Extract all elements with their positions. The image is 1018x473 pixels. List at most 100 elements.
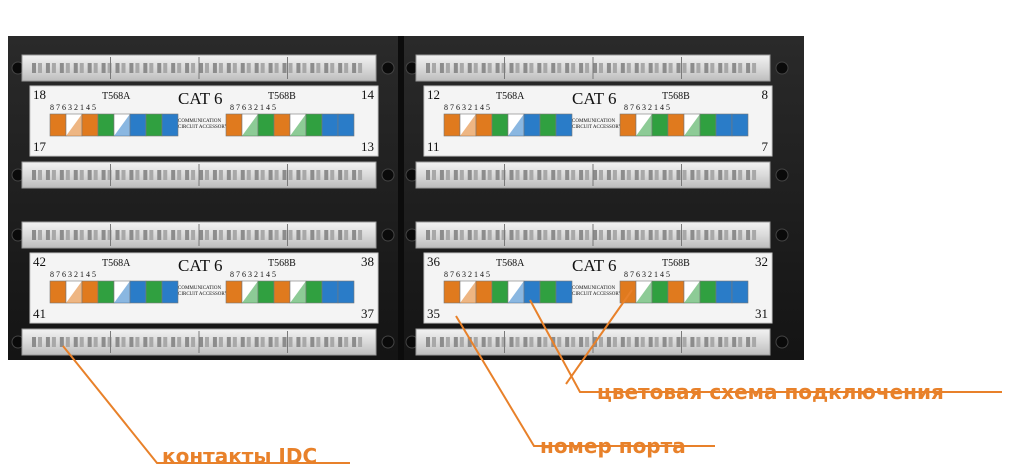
wire-color-swatch: [539, 113, 557, 137]
idc-strip-bottom: [415, 328, 771, 356]
wire-color-swatch: [49, 280, 67, 304]
idc-strip-bottom: [21, 161, 377, 189]
wire-color-swatch: [699, 280, 717, 304]
wire-color-swatch: [337, 113, 355, 137]
footnote-label: CIRCUIT ACCESSORY: [178, 292, 228, 297]
category-label: CAT 6: [572, 89, 617, 108]
port-number-label: 8: [762, 87, 769, 102]
wire-color-swatch: [475, 113, 493, 137]
wire-color-swatch: [161, 113, 179, 137]
wire-color-swatch: [619, 113, 637, 137]
wire-color-swatch: [161, 280, 179, 304]
t568b-color-code: [619, 280, 749, 304]
port-number-label: 42: [33, 254, 46, 269]
idc-strip-top: [415, 221, 771, 249]
port-number-label: 36: [427, 254, 441, 269]
wire-color-swatch: [731, 280, 749, 304]
wire-color-swatch: [491, 280, 509, 304]
category-label: CAT 6: [178, 256, 223, 275]
screw-icon: [381, 228, 395, 242]
screw-icon: [381, 335, 395, 349]
standard-label: T568B: [662, 258, 690, 269]
footnote-label: CIRCUIT ACCESSORY: [178, 125, 228, 130]
wire-color-swatch: [443, 113, 461, 137]
footnote-label: CIRCUIT ACCESSORY: [572, 292, 622, 297]
footnote-label: COMMUNICATION: [178, 119, 221, 124]
wire-color-swatch: [491, 113, 509, 137]
wire-color-swatch: [305, 280, 323, 304]
idc-callout-line: [62, 345, 350, 464]
wire-color-swatch: [555, 280, 573, 304]
wire-color-swatch: [667, 280, 685, 304]
port-number-label: 35: [427, 306, 440, 321]
port-number-label: 11: [427, 139, 440, 154]
screw-icon: [381, 168, 395, 182]
wire-color-swatch: [257, 113, 275, 137]
t568a-color-code: [49, 113, 179, 137]
wire-color-swatch: [555, 113, 573, 137]
wire-color-swatch: [619, 280, 637, 304]
wire-color-swatch: [257, 280, 275, 304]
footnote-label: COMMUNICATION: [572, 119, 615, 124]
wire-color-swatch: [523, 113, 541, 137]
port-number-callout-line: [455, 315, 715, 447]
category-label: CAT 6: [178, 89, 223, 108]
port-number-label: 12: [427, 87, 440, 102]
port-number-label: 41: [33, 306, 46, 321]
standard-label: T568B: [268, 258, 296, 269]
wiring-scheme-callout-branch: [565, 289, 633, 385]
wire-color-swatch: [337, 280, 355, 304]
standard-label: T568A: [102, 91, 131, 102]
t568a-color-code: [443, 113, 573, 137]
wire-color-swatch: [321, 113, 339, 137]
port-number-label: 37: [361, 306, 375, 321]
wire-color-swatch: [443, 280, 461, 304]
idc-strip-top: [21, 54, 377, 82]
wire-color-swatch: [225, 280, 243, 304]
t568a-color-code: [443, 280, 573, 304]
pin-order-label: 8 7 6 3 2 1 4 5: [230, 103, 276, 112]
port-number-label: 38: [361, 254, 374, 269]
footnote-label: COMMUNICATION: [572, 286, 615, 291]
t568b-color-code: [225, 113, 355, 137]
pin-order-label: 8 7 6 3 2 1 4 5: [50, 270, 96, 279]
wire-color-swatch: [475, 280, 493, 304]
wire-color-swatch: [273, 280, 291, 304]
wire-color-swatch: [145, 113, 163, 137]
wiring-scheme-annotation: цветовая схема подключения: [597, 380, 944, 404]
pin-order-label: 8 7 6 3 2 1 4 5: [444, 270, 490, 279]
idc-strip-top: [415, 54, 771, 82]
idc-contacts-annotation: контакты IDC: [162, 444, 318, 468]
standard-label: T568B: [268, 91, 296, 102]
wire-color-swatch: [97, 280, 115, 304]
category-label: CAT 6: [572, 256, 617, 275]
screw-icon: [775, 228, 789, 242]
wire-color-swatch: [651, 280, 669, 304]
wire-color-swatch: [731, 113, 749, 137]
wire-color-swatch: [667, 113, 685, 137]
pin-order-label: 8 7 6 3 2 1 4 5: [624, 270, 670, 279]
screw-icon: [775, 168, 789, 182]
wire-color-swatch: [97, 113, 115, 137]
pin-order-label: 8 7 6 3 2 1 4 5: [230, 270, 276, 279]
screw-icon: [381, 61, 395, 75]
footnote-label: COMMUNICATION: [178, 286, 221, 291]
wire-color-swatch: [225, 113, 243, 137]
wire-color-swatch: [129, 113, 147, 137]
wire-color-swatch: [81, 280, 99, 304]
pin-order-label: 8 7 6 3 2 1 4 5: [444, 103, 490, 112]
idc-strip-top: [21, 221, 377, 249]
wiring-scheme-callout-line: [529, 299, 1002, 393]
wire-color-swatch: [273, 113, 291, 137]
t568b-color-code: [225, 280, 355, 304]
idc-strip-bottom: [21, 328, 377, 356]
port-number-annotation: номер порта: [540, 434, 686, 458]
t568b-color-code: [619, 113, 749, 137]
port-number-label: 31: [755, 306, 768, 321]
wire-color-swatch: [715, 280, 733, 304]
port-number-label: 18: [33, 87, 46, 102]
